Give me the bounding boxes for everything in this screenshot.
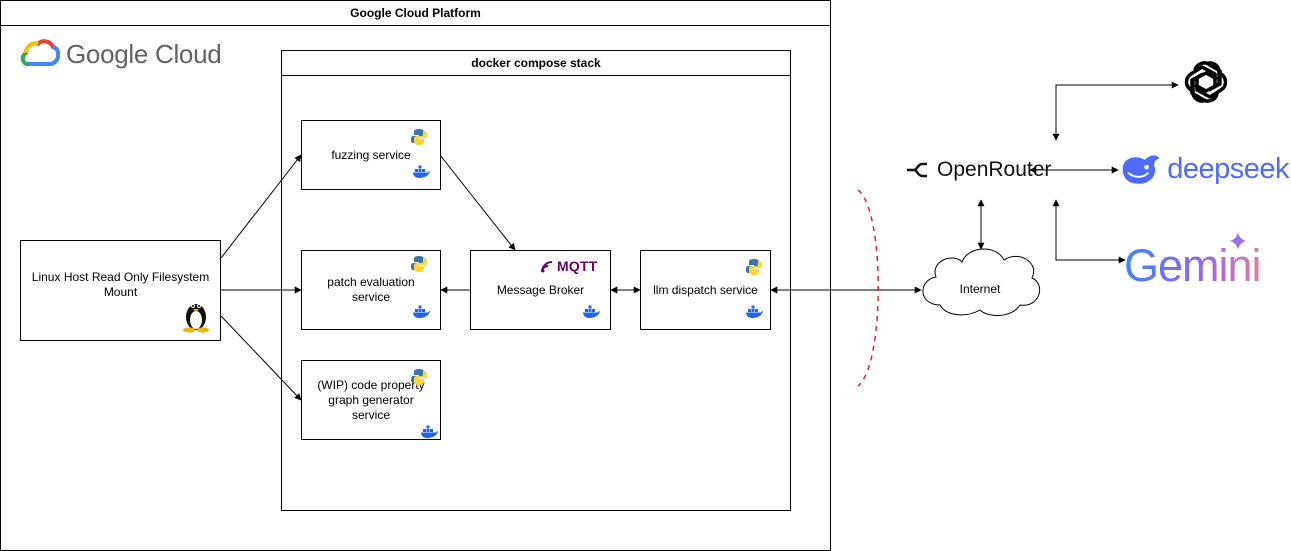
gemini-logo[interactable]: Gemini <box>1124 230 1290 300</box>
google-cloud-logo: Google Cloud <box>20 36 230 72</box>
linux-host-label: Linux Host Read Only Filesystem Mount <box>31 269 210 299</box>
google-cloud-icon <box>20 39 60 66</box>
firewall-boundary <box>857 189 879 387</box>
edge-host-fuzzing <box>220 154 302 259</box>
fuzzing-service-label: fuzzing service <box>331 147 411 162</box>
linux-host-node[interactable]: Linux Host Read Only Filesystem Mount <box>20 240 221 341</box>
docker-icon <box>413 305 430 318</box>
internet-cloud-shape <box>922 248 1041 316</box>
python-icon <box>411 129 427 145</box>
docker-icon <box>746 305 763 318</box>
openrouter-logo[interactable]: OpenRouter <box>905 156 1055 184</box>
patch-evaluation-service-label: patch evaluation service <box>327 275 415 304</box>
openrouter-wordmark: OpenRouter <box>937 158 1052 181</box>
mqtt-logo: MQTT <box>541 259 597 274</box>
edge-openrouter-gemini <box>1052 199 1126 264</box>
docker-icon <box>583 305 600 318</box>
openrouter-icon <box>907 162 927 178</box>
gcp-title: Google Cloud Platform <box>1 1 830 26</box>
internet-label: Internet <box>959 282 1001 296</box>
edge-openrouter-openai <box>1052 81 1179 141</box>
mqtt-wordmark: MQTT <box>557 258 598 274</box>
llm-dispatch-service-label: llm dispatch service <box>653 282 758 297</box>
openai-icon[interactable] <box>1182 58 1230 106</box>
compose-title: docker compose stack <box>282 51 790 76</box>
python-icon <box>746 259 762 275</box>
docker-compose-frame: docker compose stack <box>281 50 791 511</box>
docker-icon <box>421 425 438 438</box>
code-property-graph-service-label: (WIP) code property graph generator serv… <box>317 377 425 422</box>
edge-fuzzing-broker <box>439 154 516 251</box>
python-icon <box>411 256 427 272</box>
deepseek-whale-icon <box>1122 155 1160 184</box>
docker-icon <box>413 165 430 178</box>
google-cloud-wordmark: Google Cloud <box>66 38 222 69</box>
gemini-sparkle-icon <box>1229 232 1247 250</box>
gemini-wordmark: Gemini <box>1124 240 1262 291</box>
edge-host-code-graph <box>220 315 302 401</box>
tux-linux-icon <box>183 304 209 333</box>
message-broker-label: Message Broker <box>496 282 585 297</box>
python-icon <box>411 369 427 385</box>
deepseek-logo[interactable]: deepseek <box>1119 148 1289 190</box>
mqtt-icon <box>541 260 553 272</box>
deepseek-wordmark: deepseek <box>1167 152 1289 185</box>
